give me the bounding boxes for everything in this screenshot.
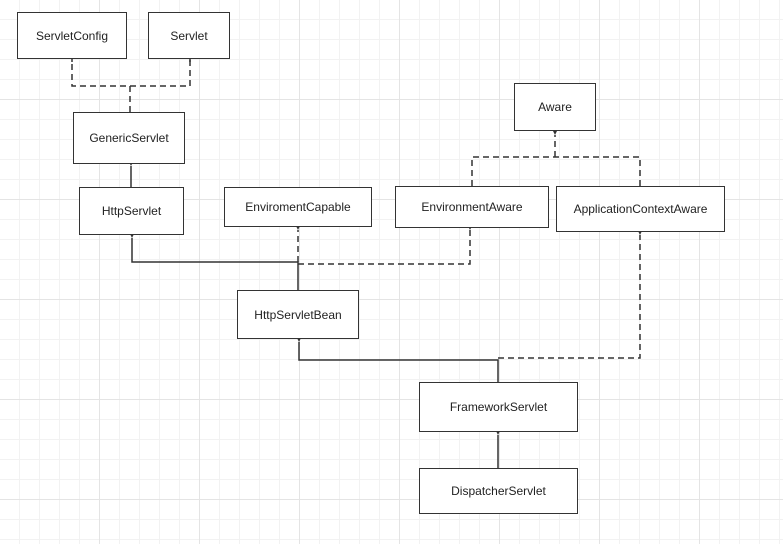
node-enviromentcapable[interactable]: EnviromentCapable [224, 187, 372, 227]
edge-genericservlet-to-servlet [130, 60, 191, 87]
node-aware[interactable]: Aware [514, 83, 596, 131]
edge-httpservletbean-extends-httpservlet [128, 230, 299, 290]
edge-frameworkservlet-implements-applicationcontextaware [498, 227, 644, 359]
node-frameworkservlet[interactable]: FrameworkServlet [419, 382, 578, 432]
node-httpservlet[interactable]: HttpServlet [79, 187, 184, 235]
node-dispatcherservlet[interactable]: DispatcherServlet [419, 468, 578, 514]
node-applicationcontextaware[interactable]: ApplicationContextAware [556, 186, 725, 232]
node-environmentaware[interactable]: EnvironmentAware [395, 186, 549, 228]
node-httpservletbean[interactable]: HttpServletBean [237, 290, 359, 339]
edge-genericservlet-implements [71, 60, 131, 112]
edge-environmentaware-extends-aware [471, 156, 641, 186]
node-servletconfig[interactable]: ServletConfig [17, 12, 127, 59]
node-genericservlet[interactable]: GenericServlet [73, 112, 185, 164]
edge-httpservletbean-implements-environmentaware [298, 222, 474, 265]
node-servlet[interactable]: Servlet [148, 12, 230, 59]
edge-frameworkservlet-extends-httpservletbean [295, 334, 499, 382]
